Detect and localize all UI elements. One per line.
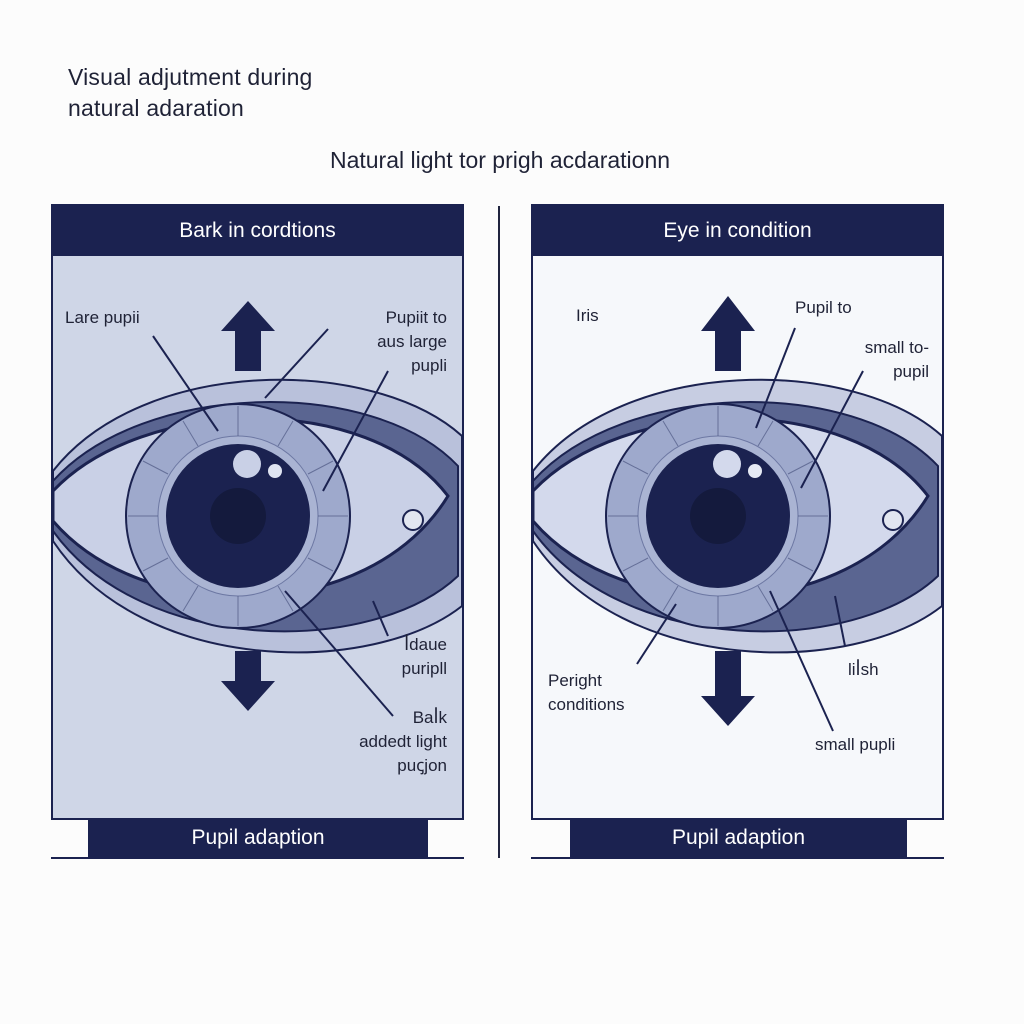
footer-right: Pupil adaption [570,819,907,857]
label-small-pupil: small pupli [815,735,896,754]
footer-rule-right [531,857,944,859]
eye-illustration-left [53,301,462,717]
pupil-core-left [210,488,266,544]
leader-lines-right [636,327,864,732]
footer-left: Pupil adaption [88,819,428,857]
dark-conditions-panel: Bark in cordtions La [51,204,464,820]
label-iris: Iris [576,306,599,325]
label-dark-added-light: Baꟾk addedt light puꞔjon [359,708,447,775]
footer-rule-left [51,857,464,859]
down-arrow [701,651,755,726]
label-fade-pupil: ꟾdaue puripll [401,635,447,678]
tear-duct-left [402,509,424,531]
label-bright-conditions: Peright conditions [548,671,625,714]
label-lash: liꟾsh [848,660,879,679]
highlight-large-right [713,450,741,478]
iris-fibers-left [128,406,348,626]
pupil-core-right [690,488,746,544]
bright-conditions-panel: Eye in condition Iris Pupil to [531,204,944,820]
up-arrow [701,296,755,371]
page-title: Visual adjutment during natural adaratio… [68,64,313,121]
eye-illustration-right [533,296,942,732]
label-large-pupil: Lare pupii [65,308,140,327]
diagram-subtitle: Natural light tor prigh acdarationn [329,147,671,173]
leader-lines-left [152,328,394,717]
highlight-small-right [748,464,762,478]
highlight-large-left [233,450,261,478]
label-pupil-to: Pupil to [795,298,852,317]
label-small-to-pupil: small to- pupil [864,338,929,381]
center-divider [498,206,500,858]
tear-duct-right [882,509,904,531]
label-pupil-to-large: Pupiit to aus large pupli [377,308,447,375]
highlight-small-left [268,464,282,478]
panel-header-right: Eye in condition [533,206,942,256]
up-arrow [221,301,275,371]
down-arrow [221,651,275,711]
iris-fibers-right [608,406,828,626]
panel-header-left: Bark in cordtions [53,206,462,256]
